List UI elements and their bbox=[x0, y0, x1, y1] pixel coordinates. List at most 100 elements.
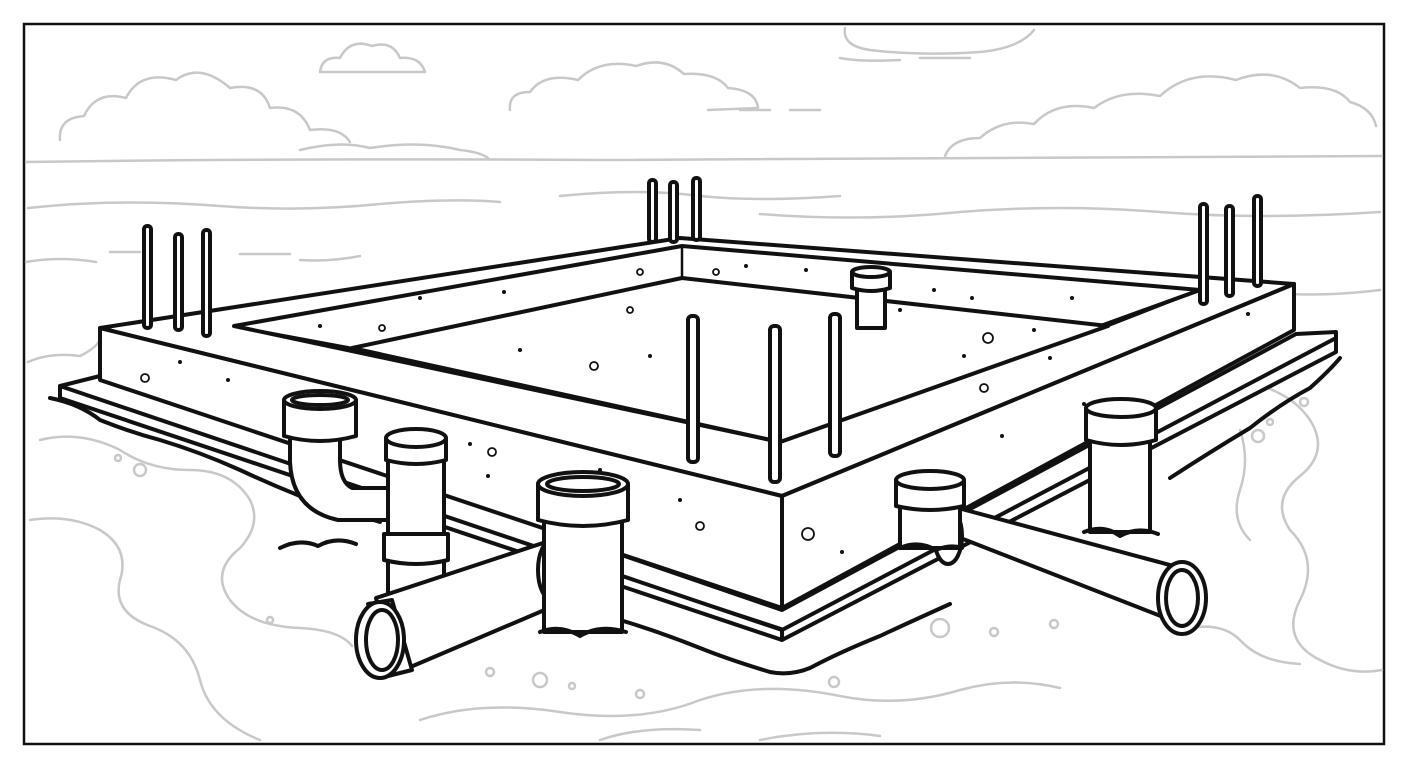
rebar bbox=[173, 232, 184, 332]
rebar-group-left bbox=[142, 224, 212, 338]
pebble bbox=[1250, 428, 1266, 444]
tall-riser-soil bbox=[1082, 526, 1160, 538]
speckle bbox=[378, 324, 386, 332]
cloud-left bbox=[58, 71, 352, 144]
pebble bbox=[265, 615, 275, 625]
soil-tuft bbox=[898, 542, 964, 552]
speckle bbox=[898, 308, 902, 312]
cloud-top bbox=[843, 26, 1036, 55]
tee-pipe-opening-inner bbox=[364, 608, 400, 672]
speckle bbox=[518, 348, 522, 352]
drain-pipe-opening bbox=[850, 265, 892, 279]
speckle bbox=[678, 498, 682, 502]
ground-line-3 bbox=[758, 206, 1382, 219]
soil-tuft bbox=[278, 538, 358, 550]
floor-drain-pipe bbox=[850, 265, 892, 330]
speckle bbox=[589, 361, 599, 371]
ground-line-4 bbox=[24, 250, 142, 264]
speckle bbox=[1082, 402, 1086, 406]
left-vertical-pipe bbox=[382, 427, 450, 600]
pebble bbox=[1298, 396, 1310, 408]
pebble bbox=[1048, 618, 1060, 630]
ground-right-contour bbox=[1238, 378, 1384, 673]
pebble bbox=[531, 671, 549, 689]
right-tall-riser bbox=[1082, 397, 1160, 538]
rebar-group-back bbox=[647, 176, 702, 244]
ground-bottom-contour-2 bbox=[598, 727, 882, 742]
rebar bbox=[142, 224, 153, 330]
rebar bbox=[828, 312, 842, 458]
speckle bbox=[140, 373, 150, 383]
ground-line-5 bbox=[238, 252, 362, 262]
speckle bbox=[840, 550, 844, 554]
speckle bbox=[1000, 434, 1004, 438]
ground-line-7 bbox=[26, 338, 102, 364]
speckle bbox=[418, 296, 422, 300]
tall-riser-opening bbox=[1084, 397, 1158, 419]
speckle bbox=[468, 442, 472, 446]
speckle bbox=[648, 354, 652, 358]
ground-right-contour-3 bbox=[1235, 428, 1252, 542]
rebar bbox=[1224, 204, 1235, 298]
rebar bbox=[647, 178, 658, 244]
ground-line-6 bbox=[1288, 288, 1382, 296]
background-ground bbox=[28, 378, 1384, 742]
soil-edge-right bbox=[1168, 356, 1342, 480]
rebar-group-right bbox=[1198, 194, 1263, 306]
speckle bbox=[801, 527, 815, 541]
speckle bbox=[1032, 328, 1036, 332]
speckle bbox=[695, 521, 705, 531]
speckle bbox=[1246, 312, 1250, 316]
short-riser-opening bbox=[894, 469, 966, 491]
speckle bbox=[1048, 356, 1052, 360]
rebar-group-center bbox=[686, 312, 842, 484]
ground-line-1 bbox=[26, 199, 502, 210]
pebble bbox=[132, 462, 148, 478]
speckle bbox=[979, 383, 989, 393]
speckle bbox=[178, 360, 182, 364]
rebar bbox=[1198, 202, 1209, 306]
cloud-center bbox=[508, 61, 760, 112]
speckle bbox=[744, 264, 748, 268]
right-pipe-opening-inner bbox=[1164, 568, 1200, 628]
speckle bbox=[804, 268, 808, 272]
speckle bbox=[486, 474, 490, 478]
cloud-top-dash bbox=[838, 56, 972, 62]
speckle bbox=[970, 296, 974, 300]
speckle bbox=[962, 354, 966, 358]
pebble bbox=[113, 453, 123, 463]
ground-left-contour-2 bbox=[28, 517, 262, 742]
concrete-speckles bbox=[140, 264, 1250, 554]
speckle bbox=[932, 288, 936, 292]
pebble bbox=[988, 626, 1000, 638]
horizon-line bbox=[24, 154, 1384, 164]
speckle bbox=[318, 324, 322, 328]
speckle bbox=[226, 378, 230, 382]
elbow-opening-inner bbox=[290, 393, 350, 407]
vertical-pipe-opening bbox=[384, 427, 448, 449]
speckle bbox=[1070, 296, 1074, 300]
rebar bbox=[201, 228, 212, 338]
elbow-collar bbox=[282, 398, 358, 443]
pebble bbox=[1265, 417, 1275, 427]
speckle bbox=[487, 447, 497, 457]
inner-wall-edge bbox=[232, 244, 1202, 350]
tee-vertical-opening-inner bbox=[545, 475, 621, 493]
tee-soil bbox=[538, 626, 628, 638]
speckle bbox=[636, 268, 644, 276]
rebar bbox=[686, 314, 700, 464]
soil-edge-bottom bbox=[618, 602, 952, 676]
rebar bbox=[691, 176, 702, 242]
background-sky bbox=[24, 26, 1384, 364]
cloud-small bbox=[318, 42, 427, 74]
pebble bbox=[929, 617, 951, 639]
rebar bbox=[768, 324, 782, 484]
right-short-riser bbox=[894, 469, 966, 550]
vertical-pipe-coupling bbox=[382, 532, 450, 566]
cloud-right bbox=[943, 73, 1378, 158]
speckle bbox=[982, 332, 994, 344]
front-tee-pipe bbox=[354, 470, 630, 680]
pebble bbox=[827, 675, 841, 689]
speckle bbox=[626, 306, 634, 314]
